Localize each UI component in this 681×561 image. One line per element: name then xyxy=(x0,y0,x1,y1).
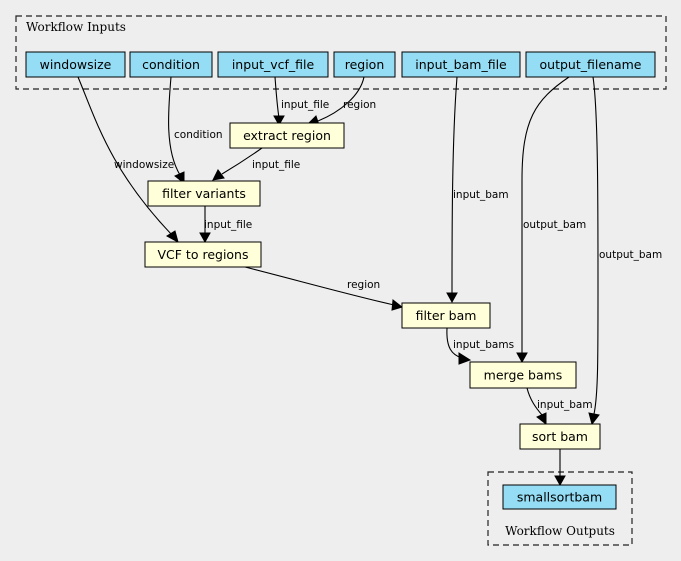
edge-label: input_bams xyxy=(453,339,514,351)
step-node-filter-bam[interactable]: filter bam xyxy=(401,302,491,329)
input-node-input-vcf-file[interactable]: input_vcf_file xyxy=(217,51,329,78)
node-label: merge bams xyxy=(484,368,563,383)
input-node-windowsize[interactable]: windowsize xyxy=(25,51,126,78)
node-label: VCF to regions xyxy=(157,247,248,262)
edge-condition-to-filter-variants: condition xyxy=(168,76,223,185)
edge-windowsize-to-vcf-to-regions: windowsize xyxy=(77,76,179,244)
node-label: condition xyxy=(142,57,200,72)
edge-label: input_bam xyxy=(453,189,509,201)
input-node-output-filename[interactable]: output_filename xyxy=(525,51,656,78)
step-node-vcf-to-regions[interactable]: VCF to regions xyxy=(144,241,262,268)
edge-merge-bams-to-sort-bam: input_bam xyxy=(526,387,593,426)
edge-output-filename-to-sort-bam: output_bam xyxy=(588,76,662,426)
node-label: input_bam_file xyxy=(415,57,507,72)
edge-label: output_bam xyxy=(599,249,662,261)
step-node-filter-variants[interactable]: filter variants xyxy=(147,180,261,207)
edge-extract-to-filter-variants: input_file xyxy=(212,147,300,181)
node-label: filter bam xyxy=(416,308,477,323)
edge-filter-variants-to-vcf-to-regions: input_file xyxy=(199,206,252,244)
edge-output-filename-to-merge-bams: output_bam xyxy=(516,76,586,364)
edge-label: input_file xyxy=(281,99,329,111)
node-label: input_vcf_file xyxy=(232,57,315,72)
node-label: output_filename xyxy=(540,57,642,72)
step-node-extract-region[interactable]: extract region xyxy=(229,122,345,149)
input-node-region[interactable]: region xyxy=(333,51,396,78)
node-label: region xyxy=(345,57,385,72)
edge-sort-bam-to-smallsortbam xyxy=(554,449,566,487)
output-node-smallsortbam[interactable]: smallsortbam xyxy=(502,484,617,510)
node-label: extract region xyxy=(243,128,331,143)
edge-filter-bam-to-merge-bams: input_bams xyxy=(446,327,514,365)
workflow-inputs-cluster: Workflow Inputs xyxy=(15,15,667,90)
edge-label: output_bam xyxy=(523,219,586,231)
workflow-inputs-title: Workflow Inputs xyxy=(26,20,126,34)
input-node-input-bam-file[interactable]: input_bam_file xyxy=(401,51,521,78)
edge-label: windowsize xyxy=(114,159,174,171)
node-label: windowsize xyxy=(40,57,112,72)
edge-label: region xyxy=(343,99,376,111)
edge-label: region xyxy=(347,279,380,291)
edge-vcf-to-regions-to-filter-bam: region xyxy=(244,266,404,311)
edge-input-vcf-to-extract-region: input_file xyxy=(273,76,329,127)
edge-label: input_file xyxy=(204,219,252,231)
step-node-merge-bams[interactable]: merge bams xyxy=(469,361,577,389)
node-label: sort bam xyxy=(532,429,588,444)
edge-label: condition xyxy=(174,129,223,141)
workflow-outputs-title: Workflow Outputs xyxy=(505,524,615,538)
input-node-condition[interactable]: condition xyxy=(129,51,213,78)
node-label: smallsortbam xyxy=(517,490,602,505)
node-label: filter variants xyxy=(162,186,246,201)
step-node-sort-bam[interactable]: sort bam xyxy=(519,423,601,450)
edge-label: input_file xyxy=(252,159,300,171)
edge-label: input_bam xyxy=(537,399,593,411)
edge-input-bam-to-filter-bam: input_bam xyxy=(446,76,509,304)
